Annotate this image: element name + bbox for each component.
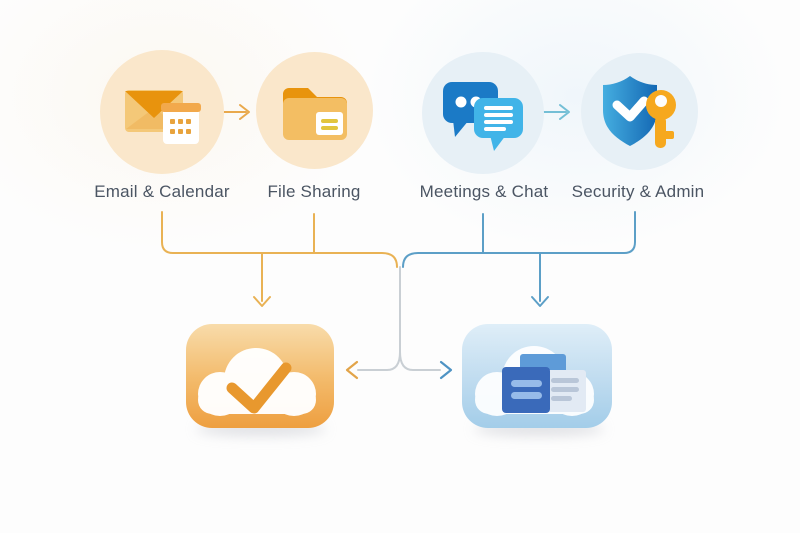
- feature-node-security-admin: [581, 53, 698, 170]
- connector-blue-tree: [402, 211, 636, 307]
- email-calendar-icon: [125, 90, 201, 144]
- feature-node-email-calendar: [100, 50, 224, 174]
- connector-orange-tree: [161, 211, 398, 307]
- feature-label-file-sharing: File Sharing: [267, 182, 361, 201]
- arrow-email-to-files: [223, 104, 250, 120]
- arrow-meetings-to-security: [543, 104, 570, 120]
- chat-bubbles-icon: [443, 82, 523, 151]
- arrowhead-to-blue-cloud: [439, 360, 453, 380]
- orange-cloud-card: [186, 324, 334, 428]
- shield-key-icon: [602, 75, 676, 148]
- feature-label-email-calendar: Email & Calendar: [94, 182, 230, 201]
- blue-cloud-card: [462, 324, 612, 428]
- connector-merged-split: [357, 266, 441, 371]
- arrowhead-to-orange-cloud: [345, 360, 359, 380]
- feature-label-meetings-chat: Meetings & Chat: [419, 182, 549, 201]
- cloud-checkmark-icon: [198, 348, 316, 416]
- feature-node-file-sharing: [256, 52, 373, 169]
- folder-icon: [282, 87, 347, 140]
- feature-label-security-admin: Security & Admin: [571, 182, 705, 201]
- feature-node-meetings-chat: [422, 52, 544, 174]
- cloud-documents-icon: [475, 346, 594, 416]
